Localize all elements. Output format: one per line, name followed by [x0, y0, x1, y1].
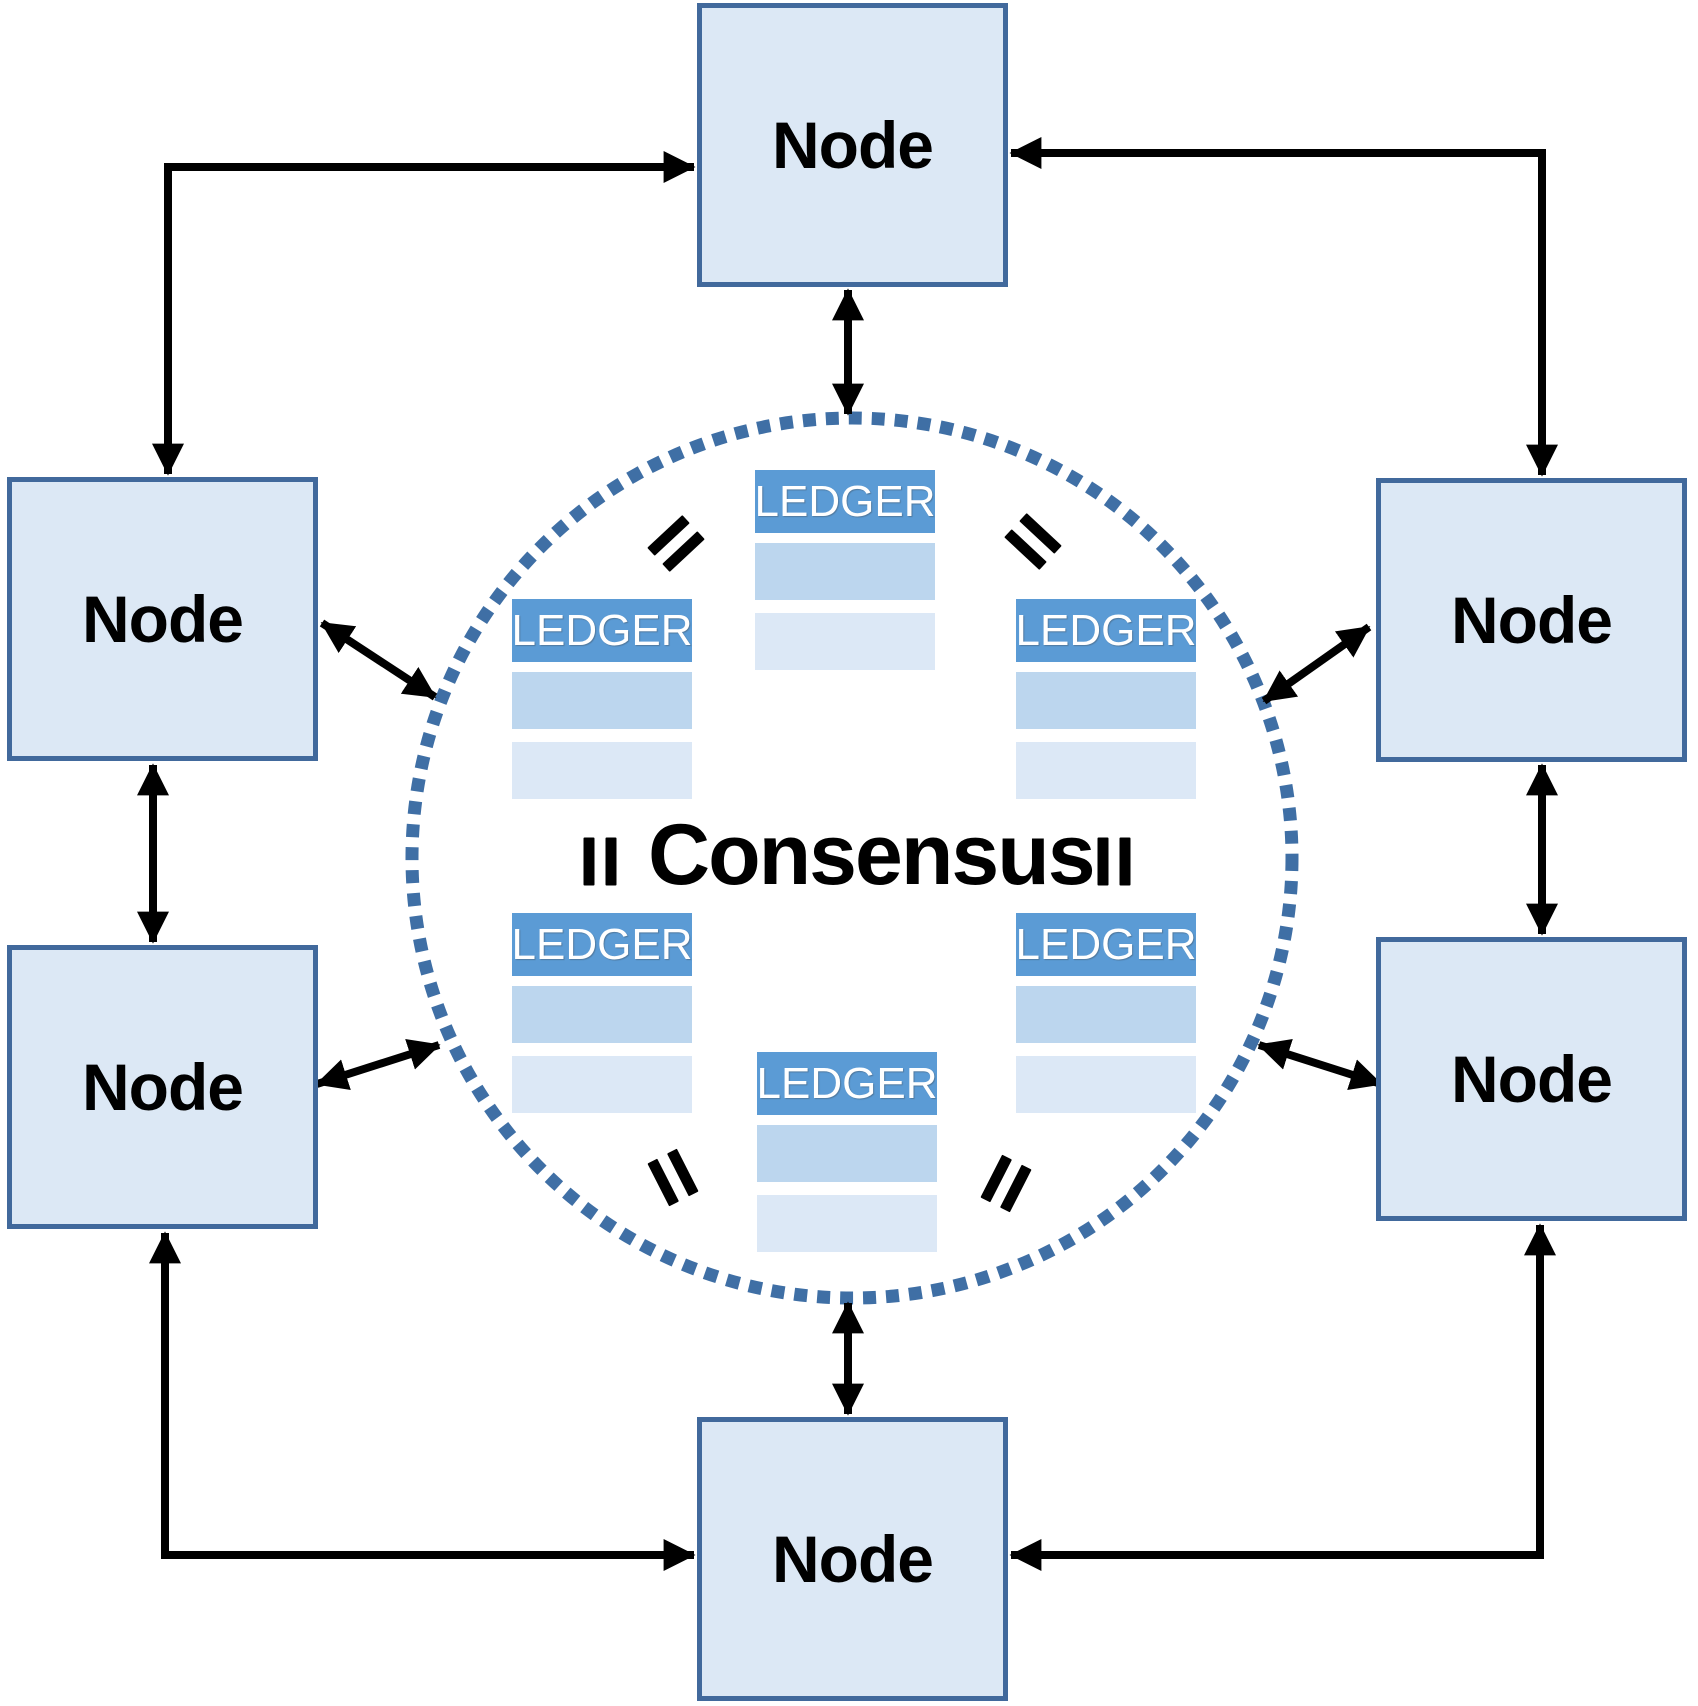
node-label: Node: [1451, 1042, 1613, 1116]
arrow-bottomright-corner: [1009, 1223, 1556, 1571]
equals-icon: [583, 837, 617, 886]
ledger-row: [1016, 986, 1196, 1043]
ledger-row: [512, 986, 692, 1043]
arrow-bottomleft-corner: [149, 1231, 696, 1571]
ledger-row: [755, 613, 935, 670]
node-label: Node: [82, 582, 244, 656]
node-box-top: Node: [697, 3, 1008, 287]
ledger-header: LEDGER: [1016, 599, 1196, 662]
ledger-row: [512, 672, 692, 729]
node-box-lower-left: Node: [7, 945, 318, 1229]
ledger-top: LEDGER: [755, 470, 935, 670]
node-label: Node: [772, 1522, 934, 1596]
ledger-bottom: LEDGER: [757, 1052, 937, 1252]
ledger-upper-right: LEDGER: [1016, 599, 1196, 799]
node-box-bottom: Node: [697, 1417, 1008, 1701]
node-box-lower-right: Node: [1376, 937, 1687, 1221]
ledger-header: LEDGER: [757, 1052, 937, 1115]
node-box-upper-left: Node: [7, 477, 318, 761]
ledger-row: [757, 1125, 937, 1182]
ledger-header: LEDGER: [512, 599, 692, 662]
consensus-dotted-circle: [405, 411, 1299, 1305]
node-label: Node: [82, 1050, 244, 1124]
arrow-lowerright-node-to-circle: [1257, 1039, 1383, 1090]
node-box-upper-right: Node: [1376, 478, 1687, 762]
arrow-upperright-node-to-circle: [1261, 623, 1372, 705]
ledger-lower-right: LEDGER: [1016, 913, 1196, 1113]
arrow-upperleft-node-to-circle: [319, 619, 438, 701]
arrow-topright-corner: [1009, 137, 1558, 477]
ledger-row: [1016, 742, 1196, 799]
ledger-row: [755, 543, 935, 600]
equals-icon: [1097, 837, 1131, 886]
ledger-header: LEDGER: [755, 470, 935, 533]
node-label: Node: [772, 108, 934, 182]
arrow-lowerleft-node-to-circle: [315, 1039, 441, 1090]
ledger-lower-left: LEDGER: [512, 913, 692, 1113]
ledger-row: [1016, 672, 1196, 729]
ledger-row: [512, 742, 692, 799]
ledger-row: [757, 1195, 937, 1252]
consensus-label: Consensus: [648, 807, 1096, 903]
ledger-row: [1016, 1056, 1196, 1113]
ledger-header: LEDGER: [512, 913, 692, 976]
node-label: Node: [1451, 583, 1613, 657]
ledger-upper-left: LEDGER: [512, 599, 692, 799]
ledger-header: LEDGER: [1016, 913, 1196, 976]
arrow-topleft-corner: [152, 151, 696, 476]
ledger-row: [512, 1056, 692, 1113]
